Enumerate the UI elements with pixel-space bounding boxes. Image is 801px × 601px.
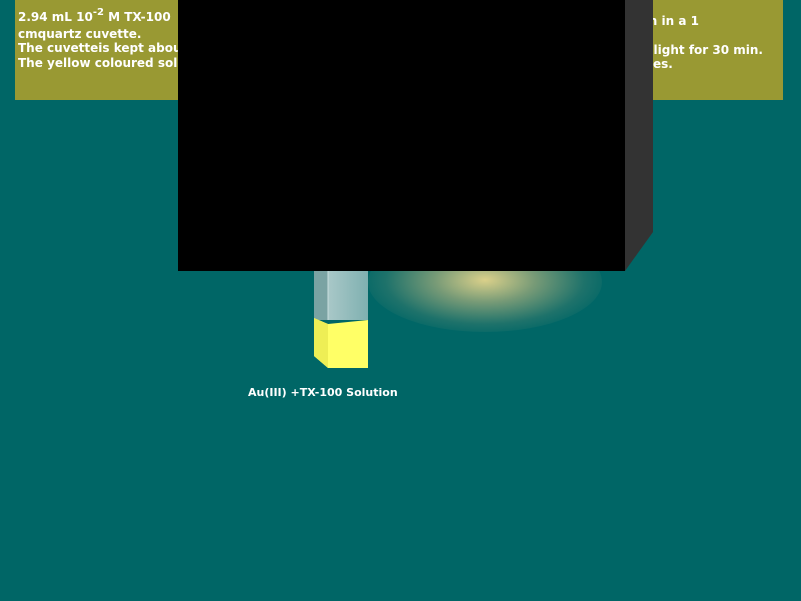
- instruction-line-4: The yellow coloured solu: [18, 55, 186, 70]
- instruction-line-4-end: es.: [653, 57, 673, 71]
- instruction-line-1-unit: M TX-100: [103, 10, 171, 24]
- uv-chamber: [178, 0, 654, 272]
- instruction-line-1-text: 2.94 mL 10: [18, 10, 93, 24]
- cuvette-label: Au(III) +TX-100 Solution: [248, 386, 398, 399]
- uv-chamber-side: [625, 0, 653, 271]
- instruction-line-2: cmquartz cuvette.: [18, 26, 142, 41]
- quartz-cuvette[interactable]: [314, 258, 370, 370]
- instruction-line-3-end: / light for 30 min.: [645, 43, 763, 57]
- uv-chamber-front: [178, 0, 625, 271]
- cuvette-drawing: [314, 258, 368, 368]
- instruction-exponent: -2: [92, 7, 104, 18]
- uv-chamber-drawing: [178, 0, 653, 271]
- instruction-line-3: The cuvetteis kept abou: [18, 41, 182, 55]
- cuvette-solution-side: [314, 318, 328, 368]
- instruction-line-1: 2.94 mL 10-2 M TX-100: [18, 7, 783, 27]
- cuvette-glass-side: [314, 258, 328, 320]
